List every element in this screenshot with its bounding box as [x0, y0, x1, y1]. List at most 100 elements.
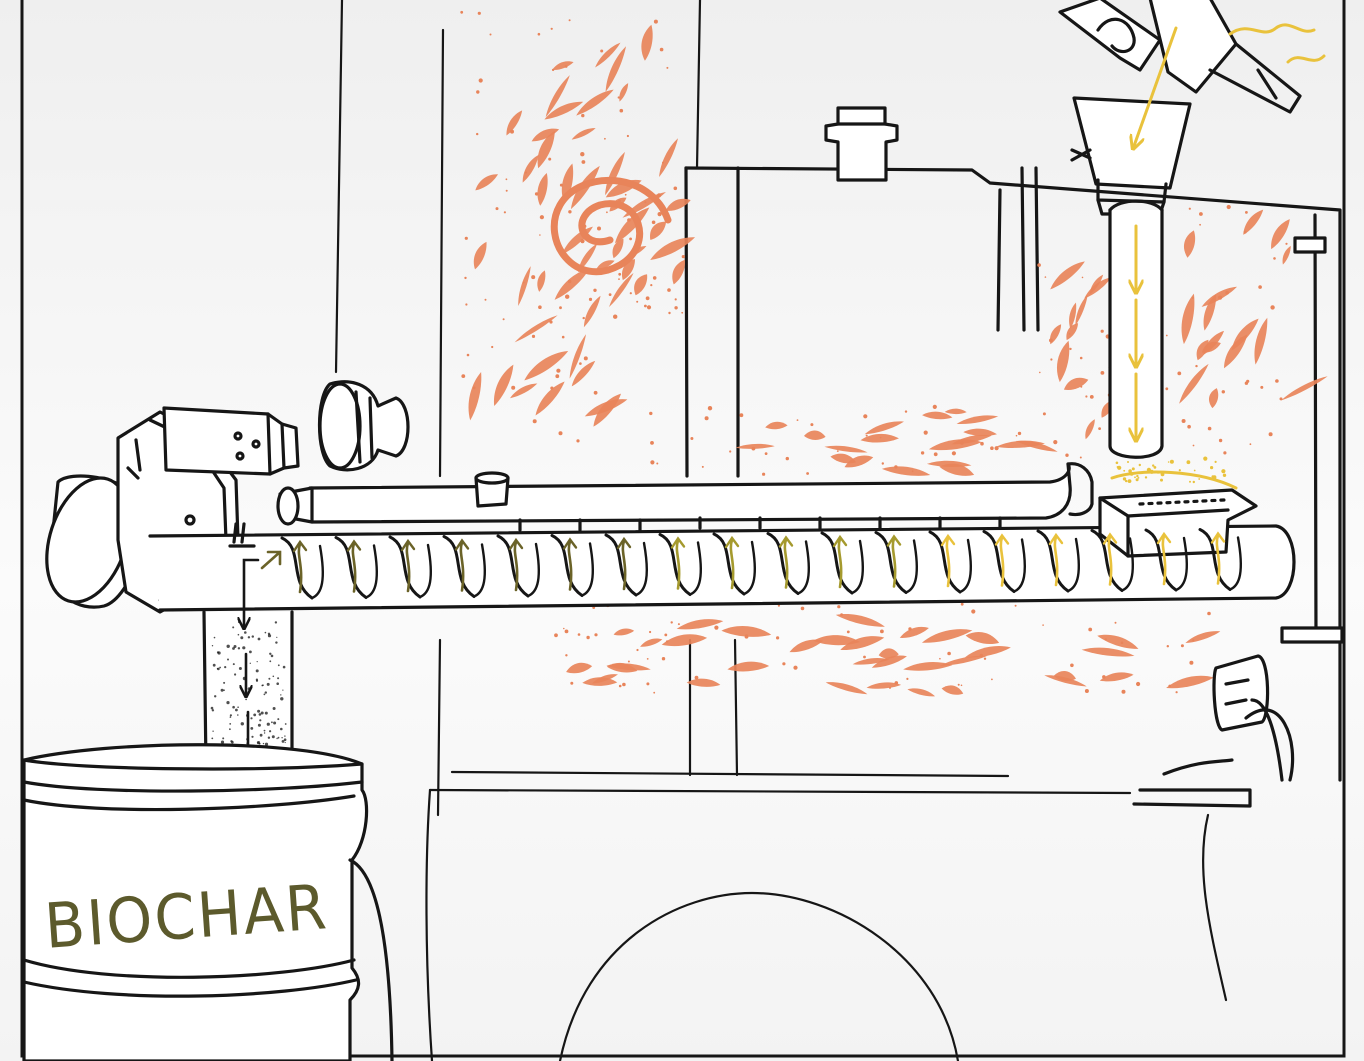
particle-dot — [212, 731, 213, 732]
spark-dot — [465, 237, 468, 240]
spark-dot — [667, 288, 671, 292]
spark-dot — [939, 658, 941, 660]
spark-dot — [705, 416, 709, 420]
particle-dot — [268, 678, 270, 680]
spark-dot — [647, 658, 649, 660]
spark-dot — [1273, 257, 1276, 260]
particle-dot — [245, 696, 247, 698]
spark-dot — [1285, 243, 1287, 245]
spark-dot — [1069, 348, 1071, 350]
spark-dot — [582, 160, 586, 164]
spark-dot — [467, 354, 470, 357]
spark-dot — [1122, 690, 1126, 694]
spark-dot — [765, 452, 768, 455]
spark-dot — [620, 109, 624, 113]
spark-dot — [880, 630, 884, 634]
spark-dot — [465, 303, 467, 305]
spark-dot — [618, 96, 620, 98]
particle-dot — [213, 664, 216, 667]
particle-dot — [282, 690, 283, 691]
spark-dot — [1208, 427, 1212, 431]
spark-dot — [675, 298, 677, 300]
spark-dot — [863, 414, 867, 418]
particle-dot — [242, 646, 245, 649]
spark-dot — [1227, 205, 1231, 209]
spark-dot — [646, 682, 649, 685]
particle-dot — [268, 633, 270, 635]
spark-dot — [622, 683, 626, 687]
particle-dot — [259, 719, 261, 721]
particle-dot — [223, 689, 225, 691]
spark-dot — [554, 633, 558, 637]
spark-dot — [656, 463, 658, 465]
particle-dot — [232, 706, 235, 709]
spark-dot — [806, 472, 809, 475]
particle-dot — [212, 645, 213, 646]
spark-dot — [1015, 605, 1017, 607]
spark-dot — [1167, 645, 1169, 647]
particle-dot — [240, 636, 243, 639]
spark-dot — [1043, 412, 1046, 415]
spark-dot — [644, 201, 646, 203]
spark-dot — [1088, 628, 1092, 632]
feed-dot — [1222, 469, 1224, 471]
spark-dot — [961, 685, 963, 687]
spark-dot — [649, 412, 652, 415]
spark-dot — [478, 12, 481, 15]
spark-dot — [880, 437, 882, 439]
spark-dot — [682, 255, 685, 258]
spark-dot — [1115, 622, 1117, 624]
feed-dot — [1194, 470, 1196, 472]
particle-dot — [260, 734, 263, 737]
feed-dot — [1223, 474, 1226, 477]
particle-dot — [282, 740, 285, 743]
spark-dot — [1090, 395, 1094, 399]
spark-dot — [714, 626, 718, 630]
feed-dot — [1203, 457, 1207, 461]
particle-dot — [280, 694, 281, 695]
spark-dot — [476, 133, 478, 135]
particle-dot — [259, 743, 261, 745]
spark-dot — [1168, 685, 1171, 688]
feed-dot — [1152, 464, 1154, 466]
spark-dot — [1192, 297, 1194, 299]
spark-dot — [533, 419, 537, 423]
particle-dot — [283, 666, 286, 669]
particle-dot — [276, 682, 279, 685]
particle-dot — [263, 743, 264, 744]
spark-dot — [644, 305, 647, 308]
feed-dot — [1198, 478, 1200, 480]
particle-dot — [238, 634, 240, 636]
particle-dot — [237, 706, 239, 708]
spark-dot — [649, 631, 651, 633]
spark-dot — [782, 662, 785, 665]
spark-dot — [552, 69, 554, 71]
spark-dot — [1101, 330, 1104, 333]
spark-dot — [652, 221, 656, 225]
particle-dot — [281, 737, 282, 738]
spark-dot — [593, 289, 596, 292]
spark-dot — [532, 335, 535, 338]
particle-dot — [258, 724, 261, 727]
spark-dot — [797, 419, 799, 421]
spark-dot — [837, 450, 839, 452]
feed-dot — [1187, 460, 1191, 464]
spark-dot — [674, 306, 677, 309]
spark-dot — [1189, 208, 1191, 210]
spark-dot — [609, 293, 612, 296]
particle-dot — [214, 637, 216, 639]
spark-dot — [476, 90, 479, 93]
spark-dot — [559, 431, 563, 435]
particle-dot — [273, 676, 275, 678]
spark-dot — [650, 441, 654, 445]
particle-dot — [250, 727, 253, 730]
particle-dot — [251, 736, 253, 738]
particle-dot — [217, 668, 219, 670]
spark-dot — [1045, 276, 1047, 278]
spark-dot — [702, 466, 704, 468]
particle-dot — [264, 694, 266, 696]
spark-dot — [538, 33, 541, 36]
particle-dot — [221, 689, 224, 692]
spark-dot — [933, 405, 937, 409]
